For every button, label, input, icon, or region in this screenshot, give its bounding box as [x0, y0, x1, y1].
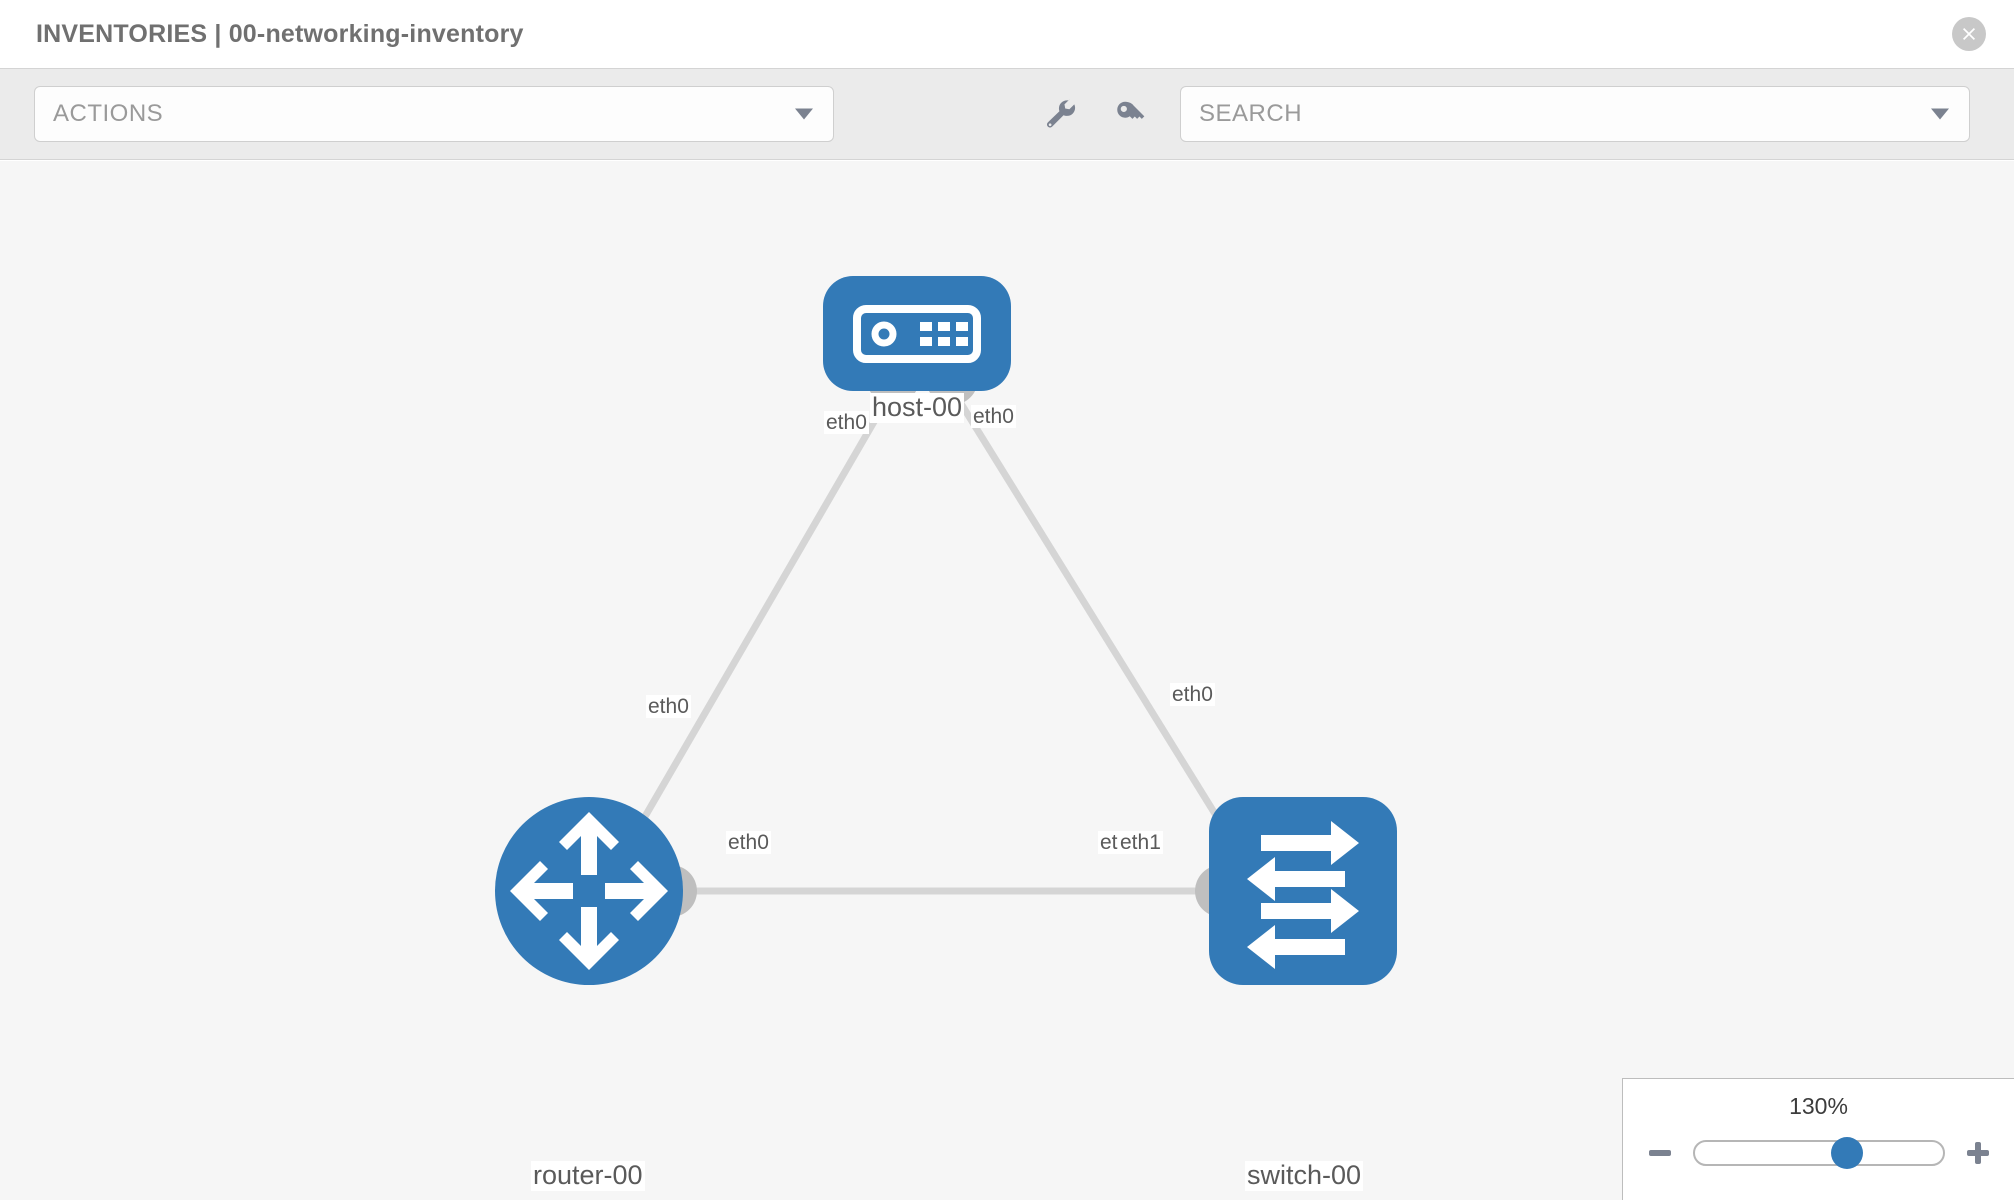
toolbar: ACTIONS SEARCH	[0, 68, 2014, 160]
topology-graph	[495, 276, 1397, 985]
actions-dropdown[interactable]: ACTIONS	[34, 86, 834, 142]
interface-label-host-left: eth0	[824, 411, 869, 435]
breadcrumb: INVENTORIES | 00-networking-inventory	[36, 19, 524, 48]
interface-label-host-right: eth0	[971, 405, 1016, 429]
switch-arrows-icon	[1247, 821, 1359, 969]
zoom-in-button[interactable]	[1963, 1138, 1993, 1168]
node-switch-00[interactable]	[1209, 797, 1397, 985]
node-label-router-00: router-00	[531, 1160, 645, 1191]
page-header: INVENTORIES | 00-networking-inventory	[0, 0, 2014, 68]
link-host-switch[interactable]	[949, 387, 1241, 853]
interface-label-switch-left-b: eth1	[1118, 831, 1163, 855]
wrench-icon[interactable]	[1040, 94, 1080, 134]
node-label-switch-00: switch-00	[1245, 1160, 1364, 1191]
toolbar-icon-group	[1040, 94, 1150, 134]
topology-canvas[interactable]: host-00 router-00 switch-00 eth0 eth0 et…	[0, 161, 2014, 1200]
zoom-control-row	[1623, 1131, 2014, 1175]
node-router-00[interactable]	[495, 797, 683, 985]
chevron-down-icon	[1931, 108, 1949, 120]
zoom-control-panel: 130%	[1622, 1078, 2014, 1200]
interface-label-switch-upper: eth0	[1170, 683, 1215, 707]
zoom-level-text: 130%	[1789, 1093, 1848, 1119]
node-label-host-00: host-00	[870, 392, 965, 423]
zoom-slider[interactable]	[1692, 1137, 1945, 1169]
interface-label-router-right: eth0	[726, 831, 771, 855]
topology-links	[621, 387, 1241, 895]
zoom-slider-thumb[interactable]	[1831, 1137, 1864, 1169]
search-placeholder-text: SEARCH	[1199, 100, 1303, 127]
close-icon[interactable]	[1952, 17, 1986, 51]
link-host-router[interactable]	[621, 387, 897, 853]
interface-label-router-upper: eth0	[646, 695, 691, 719]
chevron-down-icon	[795, 108, 813, 120]
zoom-out-button[interactable]	[1645, 1138, 1675, 1168]
node-host-00[interactable]	[823, 276, 1011, 391]
server-icon	[853, 305, 981, 363]
key-icon[interactable]	[1110, 94, 1150, 134]
actions-dropdown-label: ACTIONS	[53, 100, 164, 127]
search-field[interactable]: SEARCH	[1180, 86, 1970, 142]
router-arrows-icon	[510, 812, 668, 970]
